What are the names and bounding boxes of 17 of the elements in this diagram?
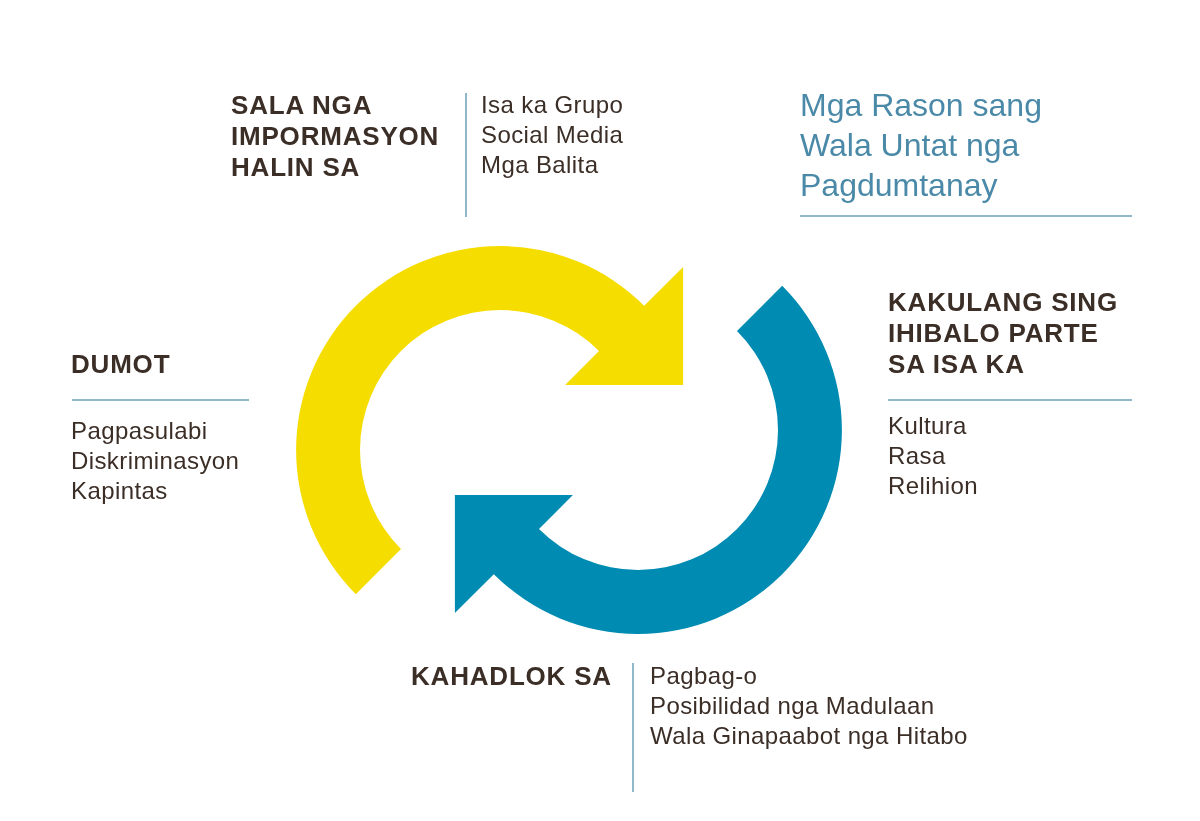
category-heading: DUMOT <box>71 349 172 380</box>
list-item: Isa ka Grupo <box>481 90 624 120</box>
list-item: Pagbag-o <box>650 661 758 691</box>
list-item: Diskriminasyon <box>71 446 240 476</box>
diagram-title: Mga Rason sang Wala Untat nga Pagdumtanay <box>800 86 1043 205</box>
list-item: Kapintas <box>71 476 168 506</box>
list-item: Pagpasulabi <box>71 416 208 446</box>
category-heading: SALA NGA IMPORMASYON HALIN SA <box>231 90 441 183</box>
list-item: Relihion <box>888 471 978 501</box>
category-heading: KAKULANG SING IHIBALO PARTE SA ISA KA <box>888 287 1119 380</box>
list-item: Posibilidad nga Madulaan <box>650 691 935 721</box>
list-item: Kultura <box>888 411 967 441</box>
list-item: Mga Balita <box>481 150 599 180</box>
list-item: Social Media <box>481 120 624 150</box>
category-heading: KAHADLOK SA <box>411 661 613 692</box>
list-item: Wala Ginapaabot nga Hitabo <box>650 721 968 751</box>
list-item: Rasa <box>888 441 946 471</box>
